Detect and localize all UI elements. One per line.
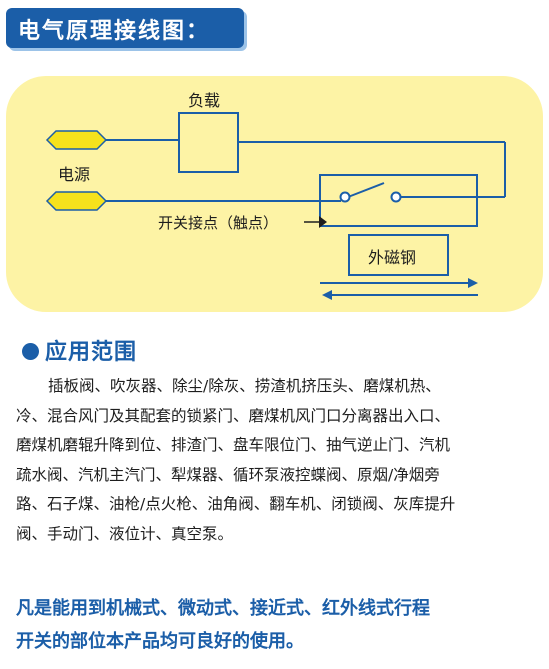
usage-note: 凡是能用到机械式、微动式、接近式、红外线式行程 开关的部位本产品均可良好的使用。 xyxy=(16,592,544,658)
application-heading: 应用范围 xyxy=(22,334,137,366)
usage-note-line: 开关的部位本产品均可良好的使用。 xyxy=(16,631,304,652)
load-label: 负载 xyxy=(188,91,221,110)
movement-arrow-left-head xyxy=(322,290,332,300)
switch-contact-left xyxy=(339,191,351,203)
application-line: 插板阀、吹灰器、除尘/除灰、捞渣机挤压头、磨煤机热、 xyxy=(48,377,441,395)
application-line: 磨煤机磨辊升降到位、排渣门、盘车限位门、抽气逆止门、汽机 xyxy=(16,436,451,454)
load-box xyxy=(178,112,239,173)
application-body: 插板阀、吹灰器、除尘/除灰、捞渣机挤压头、磨煤机热、 冷、混合风门及其配套的锁紧… xyxy=(16,372,540,549)
contact-pointer-arrowhead xyxy=(319,216,327,228)
application-line: 路、石子煤、油枪/点火枪、油角阀、翻车机、闭锁阀、灰库提升 xyxy=(16,495,456,513)
usage-note-line: 凡是能用到机械式、微动式、接近式、红外线式行程 xyxy=(16,598,430,619)
switch-lever xyxy=(347,182,385,198)
movement-arrow-right-head xyxy=(468,278,478,288)
application-line: 冷、混合风门及其配套的锁紧门、磨煤机风门口分离器出入口、 xyxy=(16,406,451,425)
page-title: 电气原理接线图： xyxy=(18,19,211,44)
switch-contact-right xyxy=(390,191,402,203)
contact-label: 开关接点（触点） xyxy=(158,214,279,232)
magnet-label: 外磁钢 xyxy=(368,248,417,267)
application-line: 疏水阀、汽机主汽门、犁煤器、循环泵液控蝶阀、原烟/净烟旁 xyxy=(16,465,440,484)
application-line: 阀、手动门、液位计、真空泵。 xyxy=(16,524,234,543)
bullet-dot-icon xyxy=(22,343,39,360)
magnet-box xyxy=(348,234,449,276)
power-label: 电源 xyxy=(58,165,91,184)
power-terminal-bottom xyxy=(45,191,108,211)
application-heading-text: 应用范围 xyxy=(45,340,138,365)
title-banner: 电气原理接线图： xyxy=(6,8,244,48)
power-terminal-top xyxy=(45,130,108,150)
switch-housing xyxy=(319,174,478,227)
